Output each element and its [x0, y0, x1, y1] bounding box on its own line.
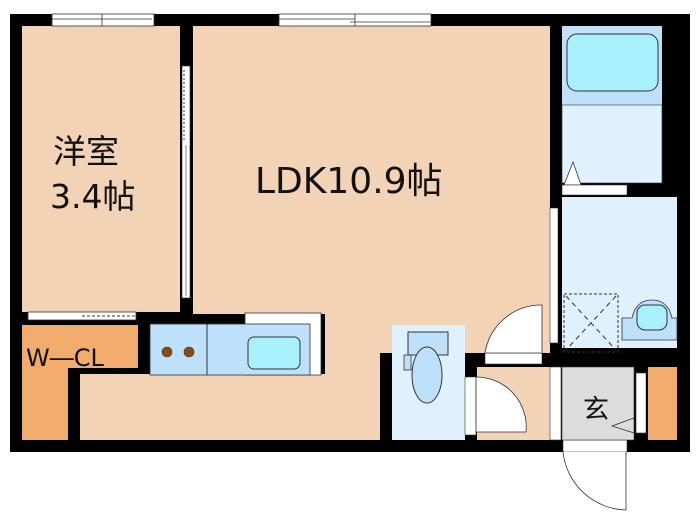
stove-burner-icon	[183, 346, 195, 358]
kitchen-counter	[149, 312, 322, 376]
western-room-name: 洋室	[53, 132, 119, 171]
entrance-label: 玄	[583, 395, 609, 425]
western-room-floor	[22, 26, 180, 312]
kitchen-sink-icon	[247, 336, 301, 370]
toilet-room	[392, 325, 465, 440]
ldk-floor-mid	[325, 300, 380, 380]
ldk-label: LDK10.9帖	[255, 161, 443, 202]
walk-in-closet-label: W―CL	[26, 344, 104, 372]
washroom	[549, 197, 678, 353]
toilet-icon	[411, 346, 443, 404]
bathtub-icon	[566, 33, 659, 92]
shoe-cabinet	[648, 367, 677, 440]
washing-machine-space-icon	[563, 293, 619, 353]
bathroom	[561, 26, 663, 196]
ldk-floor-lower	[80, 374, 380, 440]
doors	[464, 304, 628, 511]
stove-burner-icon	[161, 346, 173, 358]
ldk-floor	[193, 26, 550, 314]
windows	[51, 13, 432, 27]
entrance	[561, 366, 677, 441]
walk-in-closet-floor	[22, 325, 138, 440]
western-room-size: 3.4帖	[50, 177, 135, 216]
